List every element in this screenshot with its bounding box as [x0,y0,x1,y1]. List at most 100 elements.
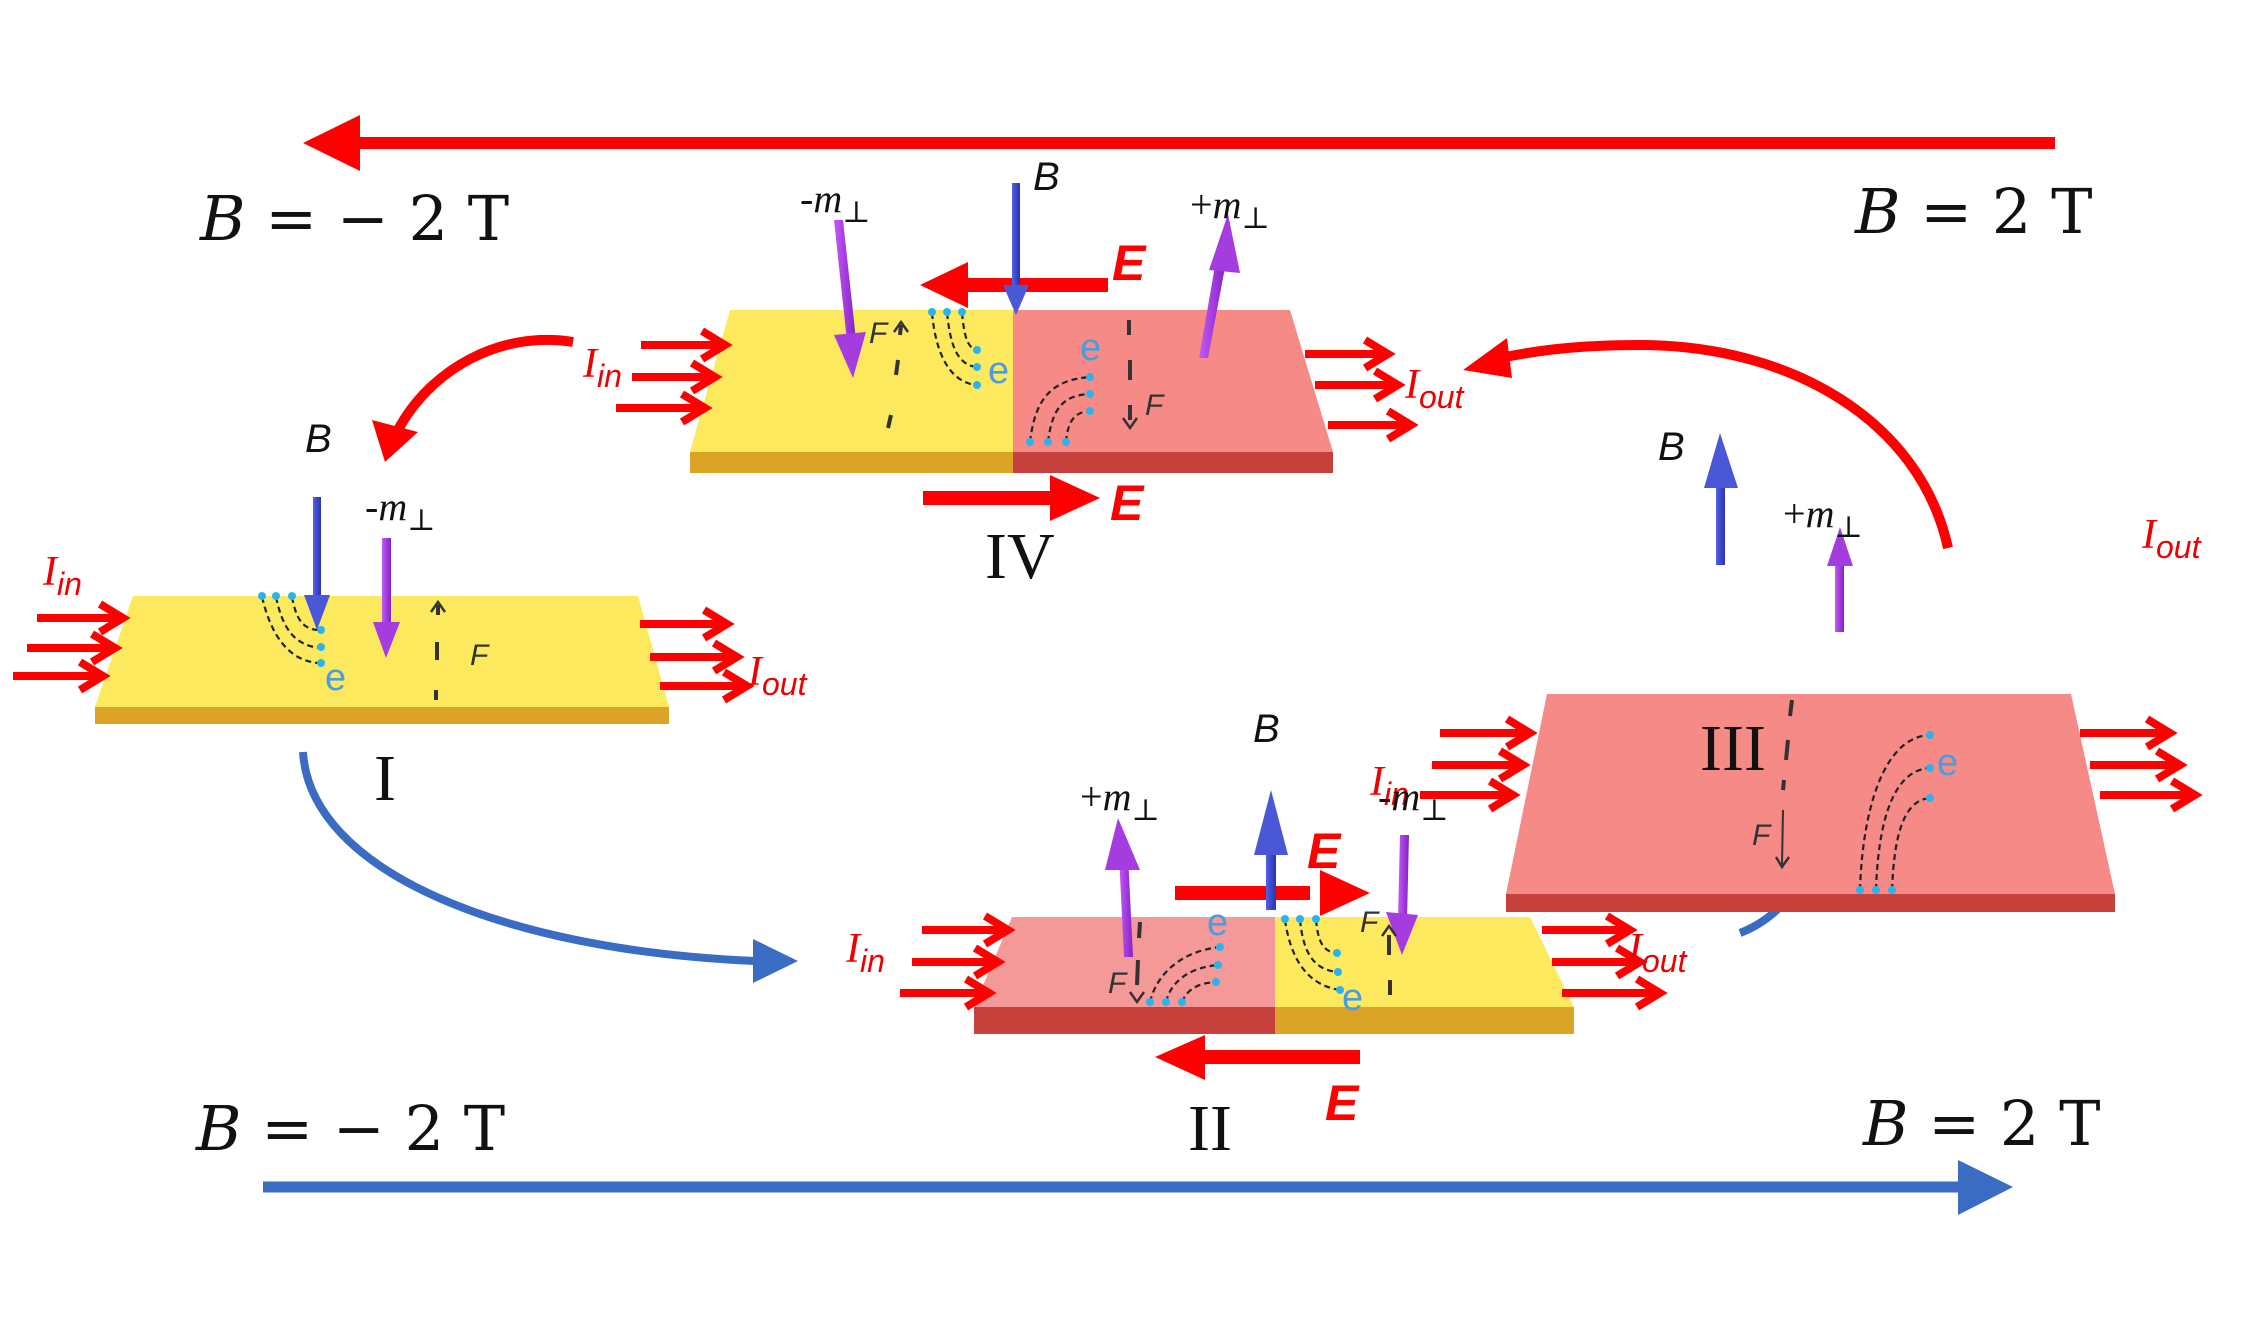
label-I-in-stage-III: Iin [1369,759,1409,812]
force-arrow-stage-III [1774,699,1794,870]
label-I-in-stage-IV: Iin [582,341,622,394]
slab-III-top [1506,694,2115,894]
label-m-stage-III: +m⊥ [1783,491,1863,544]
force-arrow-stage-IV-yellow [886,319,910,429]
B-arrow-stage-III [1704,433,1738,565]
electron-dots-stage-IV-yellow [928,308,981,389]
stage-label-IV: IV [985,520,1055,593]
label-B-stage-IV: B [1033,155,1060,199]
label-F-stage-I: F [470,639,490,672]
current-out-arrows-II [1542,912,1668,1011]
electron-dots-stage-II-red [1146,943,1224,1006]
current-in-arrows-IV [616,327,733,426]
B-arrow-stage-II [1254,790,1288,910]
stage-IV: Iin Iout E B -m⊥ +m⊥ [582,155,1465,593]
slab-II-side-red [974,1007,1275,1034]
label-m-minus-stage-II: -m⊥ [1378,774,1448,827]
label-e-stage-IV-red: e [1080,327,1101,369]
label-F-stage-IV-red: F [1145,389,1165,422]
stage-label-I: I [374,742,396,815]
label-I-out-stage-III: Iout [2141,512,2202,565]
slab-I-top [95,596,669,707]
slab-IV-side-yellow [690,452,1013,473]
label-e-stage-III: e [1937,742,1958,784]
slab-IV-top-red [1013,310,1333,452]
stage-III: Iin Iout B +m⊥ e [1369,425,2203,912]
sweep-top-left-label: B = − 2 T [199,182,509,255]
E-arrow-bottom-stage-II [1155,1035,1360,1080]
sweep-bottom-left-label: B = − 2 T [195,1092,505,1165]
label-B-stage-I: B [305,417,332,461]
electron-paths-stage-IV-yellow [930,312,978,387]
label-e-stage-II-red: e [1207,902,1228,944]
electron-paths-stage-I [260,596,321,665]
label-I-out-stage-I: Iout [747,649,808,702]
stage-II: Iin Iout E B +m⊥ -m⊥ [845,707,1688,1165]
label-m-plus-stage-II: +m⊥ [1080,774,1160,827]
label-e-stage-II-yellow: e [1342,977,1363,1019]
label-E-top-stage-IV: E [1112,235,1147,291]
slab-IV-top-yellow [690,310,1013,452]
stage-label-II: II [1188,1092,1232,1165]
force-arrow-stage-I [429,599,447,700]
label-F-stage-II-red: F [1108,967,1128,1000]
sweep-top-right-label: B = 2 T [1854,175,2092,248]
slab-I-side [95,707,669,724]
label-e-stage-I: e [325,657,346,699]
label-I-in-stage-II: Iin [845,926,885,979]
label-E-top-stage-II: E [1307,823,1342,879]
label-m-stage-I: -m⊥ [365,484,435,537]
electron-dots-stage-II-yellow [1281,915,1344,994]
sweep-top: B = − 2 T B = 2 T [199,115,2092,255]
slab-II-side-yellow [1275,1007,1574,1034]
current-in-arrows-I [13,600,131,694]
force-arrow-stage-II-red [1128,921,1146,1005]
electron-dots-stage-I [258,592,325,667]
force-arrow-stage-IV-red [1121,320,1139,431]
label-I-out-stage-II: Iout [1627,926,1688,979]
label-B-stage-II: B [1253,707,1280,751]
m-arrow-minus-stage-II [1386,835,1418,955]
stage-label-III: III [1700,712,1766,785]
label-E-bottom-stage-II: E [1325,1075,1360,1131]
B-arrow-stage-I [304,497,330,630]
label-F-stage-II-yellow: F [1360,906,1380,939]
electron-paths-stage-III [1858,733,1931,891]
m-arrow-plus-stage-IV [1199,214,1240,358]
m-arrow-stage-III [1827,527,1853,632]
label-B-stage-III: B [1658,425,1685,469]
label-e-stage-IV-yellow: e [988,350,1009,392]
current-out-arrows-IV [1305,336,1419,443]
label-m-minus-stage-IV: -m⊥ [800,176,870,229]
slab-II-top-yellow [1275,917,1574,1007]
m-arrow-plus-stage-II [1105,818,1140,957]
slab-III-side [1506,894,2115,912]
E-arrow-top-stage-II [1175,870,1370,916]
sweep-arrow-up-head [1958,1160,2013,1215]
label-m-plus-stage-IV: +m⊥ [1190,182,1270,235]
label-I-out-stage-IV: Iout [1404,362,1465,415]
m-arrow-stage-I [373,538,400,658]
electron-dots-stage-IV-red [1026,373,1094,446]
current-out-arrows-I [640,606,755,704]
force-arrow-stage-II-yellow [1380,923,1398,995]
E-arrow-bottom-stage-IV [923,475,1100,521]
current-out-arrows-III [2080,715,2203,813]
E-arrow-top-stage-IV [920,262,1108,308]
sweep-bottom-right-label: B = 2 T [1862,1087,2100,1160]
electron-dots-stage-III [1856,731,1934,894]
electron-paths-stage-II-yellow [1283,919,1341,992]
transition-I-to-II [299,751,798,983]
B-arrow-stage-IV [1003,183,1029,315]
stage-I: Iin Iout B -m⊥ e [13,417,808,815]
current-in-arrows-II [900,912,1016,1011]
transition-III-to-IV [1463,338,1953,550]
m-arrow-minus-stage-IV [834,220,866,378]
label-F-stage-III: F [1752,819,1772,852]
sweep-arrow-down-head [303,115,360,171]
label-E-bottom-stage-IV: E [1110,475,1145,531]
current-in-arrows-III [1420,715,1538,813]
label-I-in-stage-I: Iin [42,549,82,602]
label-F-stage-IV-yellow: F [869,317,889,350]
